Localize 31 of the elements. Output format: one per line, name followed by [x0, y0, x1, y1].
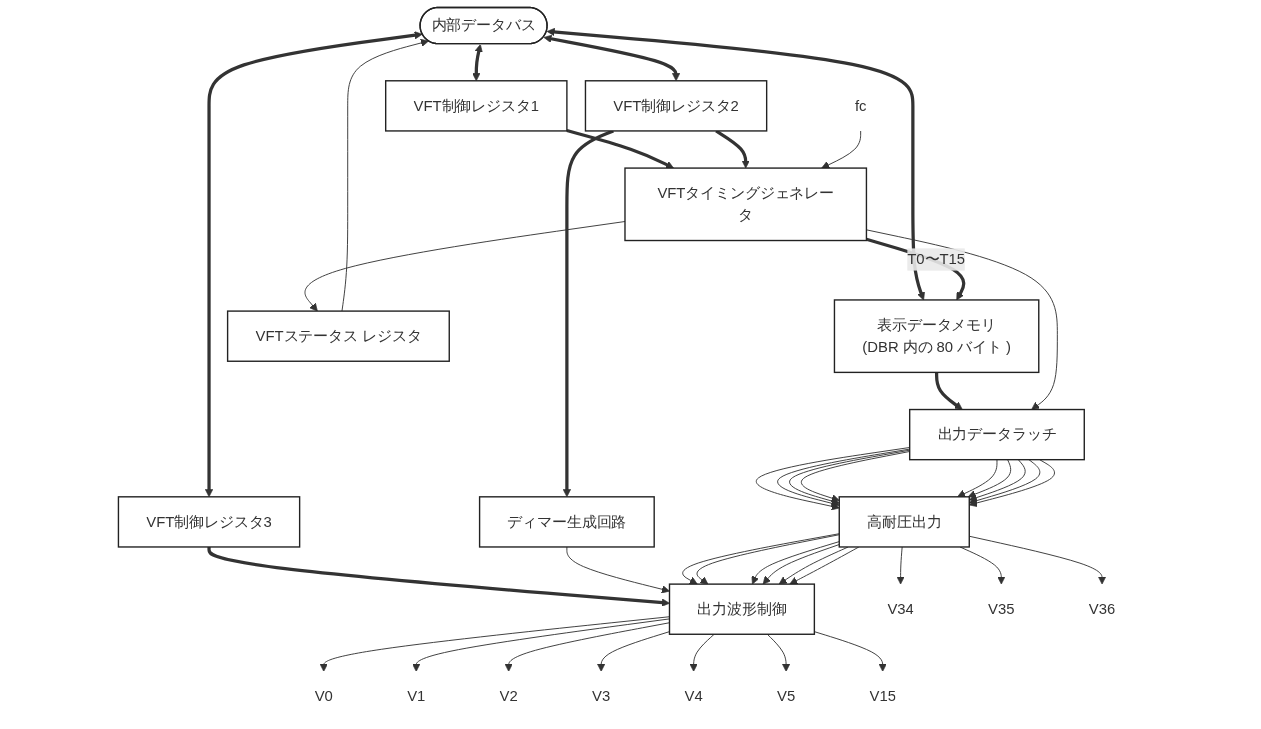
node-box: VFT制御レジスタ1 [384, 80, 568, 132]
node-text: V15 [869, 688, 896, 704]
node-text: V34 [887, 600, 914, 617]
node-box: VFTステータス レジスタ [226, 310, 450, 362]
node-text: V0 [314, 688, 333, 704]
node-box: VFT制御レジスタ3 [117, 496, 301, 548]
node-box: ディマー生成回路 [478, 496, 655, 548]
node-text: V5 [776, 688, 795, 704]
node-box: 表示データメモリ (DBR 内の 80 バイト ) [833, 299, 1040, 374]
node-text: fc [854, 97, 867, 114]
node-text: V1 [406, 688, 426, 704]
node-box: 出力波形制御 [668, 583, 815, 635]
node-text: V36 [1088, 600, 1115, 617]
node-box: 高耐圧出力 [838, 496, 970, 548]
node-text: V4 [684, 688, 703, 704]
node-text: V35 [987, 600, 1015, 617]
node-text: V2 [499, 688, 518, 704]
edge-label: T0〜T15 [906, 251, 965, 267]
arrow [204, 31, 423, 498]
arrow [546, 27, 925, 301]
arrow [471, 44, 483, 82]
arrow [934, 372, 963, 410]
node-box: 出力データラッチ [908, 408, 1085, 461]
arrow [714, 129, 750, 169]
arrow [562, 129, 614, 498]
node-text: V3 [591, 688, 610, 704]
arrow [865, 237, 965, 301]
node-box: VFT制御レジスタ2 [584, 80, 768, 132]
arrow [566, 128, 674, 169]
node-box: VFTタイミングジェネレータ [624, 167, 867, 242]
arrow [543, 34, 680, 82]
